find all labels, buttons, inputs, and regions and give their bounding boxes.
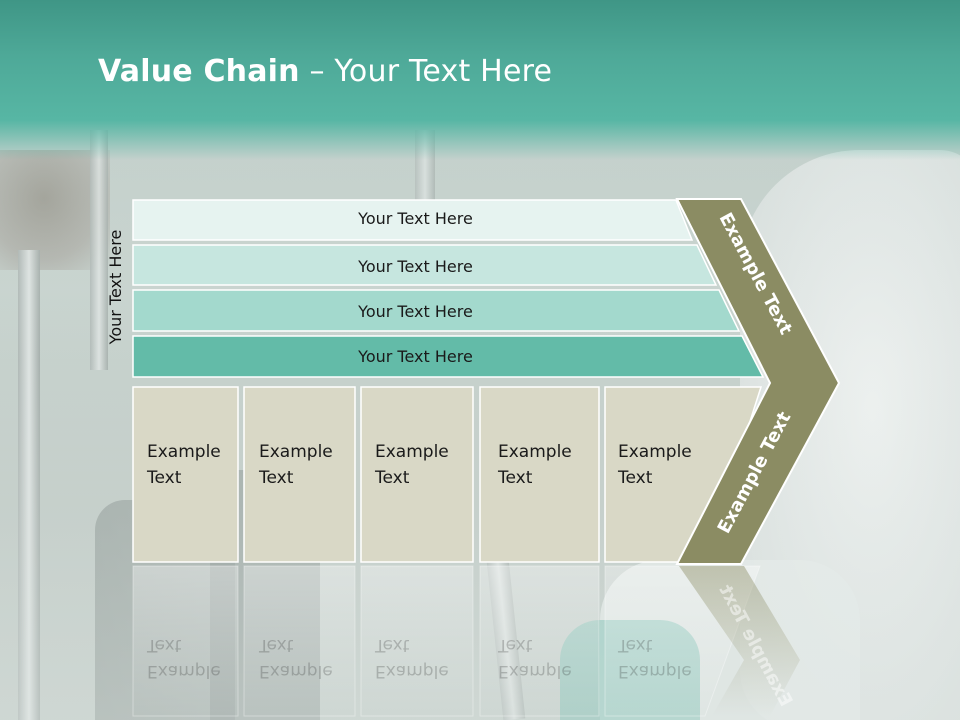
bar-shape-3 <box>132 289 741 332</box>
column-label-line: Text <box>498 635 533 655</box>
column-label-5[interactable]: Example Text <box>618 439 692 491</box>
slide-title[interactable]: Value Chain – Your Text Here <box>98 54 552 89</box>
column-label-line: Example <box>147 442 221 462</box>
column-label-line: Example <box>259 661 333 681</box>
column-label-line: Example <box>618 442 692 462</box>
column-label-line: Text <box>618 635 653 655</box>
column-label-line: Text <box>259 468 294 488</box>
column-reflection <box>479 565 600 717</box>
title-rest: – Your Text Here <box>299 54 553 89</box>
title-bold: Value Chain <box>98 54 300 89</box>
column-label-reflection: Example Text <box>147 632 221 684</box>
column-reflection <box>243 565 356 717</box>
bar-label-3[interactable]: Your Text Here <box>358 302 473 321</box>
bar-shape-4 <box>132 335 765 378</box>
header-band <box>0 0 960 160</box>
column-label-line: Example <box>498 442 572 462</box>
side-label[interactable]: Your Text Here <box>106 229 125 345</box>
column-reflection <box>360 565 474 717</box>
column-reflection <box>132 565 239 717</box>
column-label-reflection: Example Text <box>498 632 572 684</box>
bar-label-1[interactable]: Your Text Here <box>358 209 473 228</box>
column-label-2[interactable]: Example Text <box>259 439 333 491</box>
background-crutch <box>90 130 108 370</box>
chevron-reflection <box>679 566 800 716</box>
column-label-line: Text <box>618 468 653 488</box>
column-shape-2 <box>243 386 356 563</box>
column-label-line: Example <box>147 661 221 681</box>
column-label-line: Example <box>498 661 572 681</box>
column-label-1[interactable]: Example Text <box>147 439 221 491</box>
column-label-line: Example <box>259 442 333 462</box>
column-label-4[interactable]: Example Text <box>498 439 572 491</box>
column-label-line: Text <box>147 635 182 655</box>
chevron-arrow <box>675 198 841 565</box>
column-label-line: Text <box>498 468 533 488</box>
column-label-line: Example <box>618 661 692 681</box>
bar-label-2[interactable]: Your Text Here <box>358 257 473 276</box>
column-shape-1 <box>132 386 239 563</box>
column-label-3[interactable]: Example Text <box>375 439 449 491</box>
column-label-line: Example <box>375 442 449 462</box>
column-label-line: Text <box>259 635 294 655</box>
column-label-reflection: Example Text <box>259 632 333 684</box>
column-label-line: Text <box>375 468 410 488</box>
column-label-line: Example <box>375 661 449 681</box>
diagram-reflection <box>132 565 800 717</box>
column-label-line: Text <box>375 635 410 655</box>
column-shape-3 <box>360 386 474 563</box>
bar-label-4[interactable]: Your Text Here <box>358 347 473 366</box>
column-label-reflection: Example Text <box>618 632 692 684</box>
column-label-line: Text <box>147 468 182 488</box>
bar-shape-1 <box>132 199 694 241</box>
bar-shape-2 <box>132 244 718 286</box>
column-shape-4 <box>479 386 600 563</box>
column-label-reflection: Example Text <box>375 632 449 684</box>
background-crutch <box>18 250 40 720</box>
